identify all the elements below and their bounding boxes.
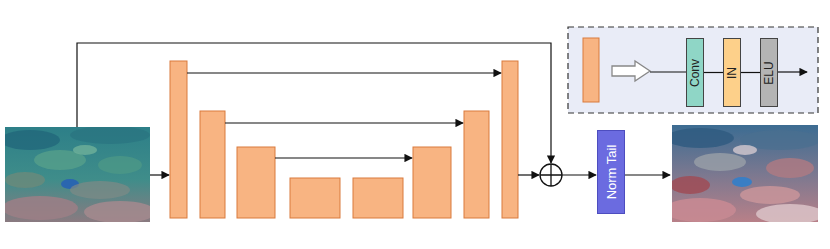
connector [741, 72, 760, 73]
add-circle [540, 164, 562, 186]
photo-patch [73, 145, 97, 155]
node-label: Conv [689, 58, 701, 86]
feature-bar [237, 147, 275, 218]
feature-bar [502, 61, 518, 218]
conv-box: Conv [686, 38, 704, 107]
norm-tail-box: Norm Tail [597, 130, 625, 214]
wire [650, 71, 686, 72]
photo-patch [5, 172, 45, 188]
photo-patch [733, 145, 757, 155]
flow-arrow [150, 174, 169, 175]
skip-arrow [225, 122, 463, 123]
feature-bar [583, 38, 599, 102]
feature-bar [200, 111, 225, 218]
feature-bar [464, 111, 489, 218]
photo-patch [98, 156, 142, 174]
feature-bar [413, 147, 451, 218]
photo-patch [672, 128, 734, 148]
output-photo [672, 125, 818, 222]
feature-bar [170, 61, 187, 218]
hollow-arrow [612, 61, 650, 81]
photo-rock [756, 204, 818, 222]
flow-arrow [625, 174, 670, 175]
global-skip-arrow [77, 43, 551, 163]
photo-patch [70, 181, 130, 199]
photo-patch [5, 130, 60, 150]
photo-rock [672, 198, 736, 222]
feature-bar [353, 178, 403, 218]
photo-rock [5, 196, 78, 220]
connector [704, 72, 723, 73]
add-symbol [540, 164, 562, 186]
photo-patch [766, 158, 814, 178]
photo-fish [732, 177, 752, 187]
skip-arrow [275, 157, 412, 158]
flow-arrow [562, 174, 596, 175]
node-label: Norm Tail [605, 145, 618, 200]
node-label: ELU [763, 61, 775, 84]
flow-arrow [518, 174, 539, 175]
photo-patch [672, 176, 710, 194]
input-photo [5, 127, 150, 222]
flow-arrow [778, 71, 807, 72]
inset-panel [568, 27, 818, 113]
activation-box: ELU [760, 38, 778, 107]
photo-patch [694, 153, 746, 171]
photo-rock [740, 186, 800, 204]
feature-bar [290, 178, 340, 218]
photo-patch [70, 127, 150, 144]
norm-box: IN [723, 38, 741, 107]
unet-bars [170, 61, 518, 218]
photo-rock [84, 201, 150, 222]
node-label: IN [726, 67, 738, 79]
skip-arrow [187, 72, 501, 73]
add-cross [540, 164, 562, 186]
